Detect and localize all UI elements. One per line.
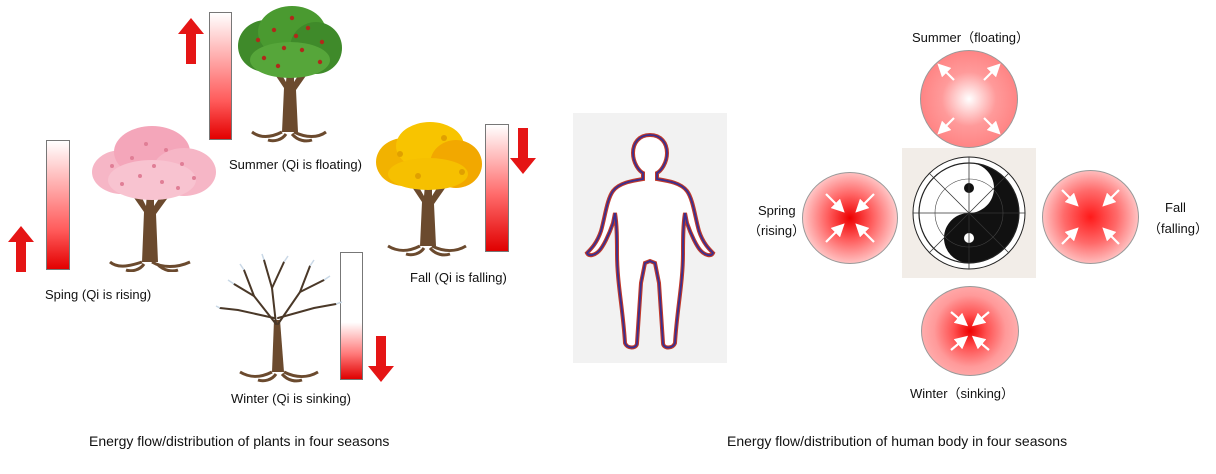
spring-inward-arrows-icon [825,193,875,243]
fall-energy-bar [485,124,509,252]
winter-inward-arrows-icon [950,311,990,351]
spring-up-arrow-icon [8,226,34,272]
human-fall-label-1: Fall [1165,200,1186,215]
human-spring-label-1: Spring [758,203,796,218]
plants-caption: Energy flow/distribution of plants in fo… [89,433,390,449]
winter-down-arrow-icon [368,336,394,382]
human-summer-label: Summer（floating） [912,30,1030,45]
winter-energy-bar [340,252,363,380]
spring-energy-bar [46,140,70,270]
summer-energy-bar [209,12,232,140]
fall-energy-circle [1042,170,1139,264]
fall-label: Fall (Qi is falling) [410,270,507,285]
spring-label: Sping (Qi is rising) [45,287,152,302]
summer-tree-icon [238,6,342,143]
human-body-outline-icon [584,132,716,350]
fall-down-arrow-icon [510,128,536,174]
summer-up-arrow-icon [178,18,204,64]
human-fall-label-2: （falling） [1148,221,1208,236]
fall-tree-icon [376,122,482,257]
summer-label: Summer (Qi is floating) [229,157,362,172]
winter-tree-icon [215,253,343,383]
summer-energy-circle [920,50,1018,148]
human-winter-label: Winter（sinking） [910,386,1015,401]
summer-outward-arrows-icon [937,63,1001,135]
spring-energy-circle [802,172,898,264]
yin-yang-icon [912,156,1026,270]
spring-tree-icon [92,126,216,272]
human-spring-label-2: （rising） [748,223,806,238]
human-caption: Energy flow/distribution of human body i… [727,433,1068,449]
fall-inward-arrows-icon [1061,189,1120,245]
winter-energy-circle [921,286,1019,376]
winter-label: Winter (Qi is sinking) [231,391,351,406]
